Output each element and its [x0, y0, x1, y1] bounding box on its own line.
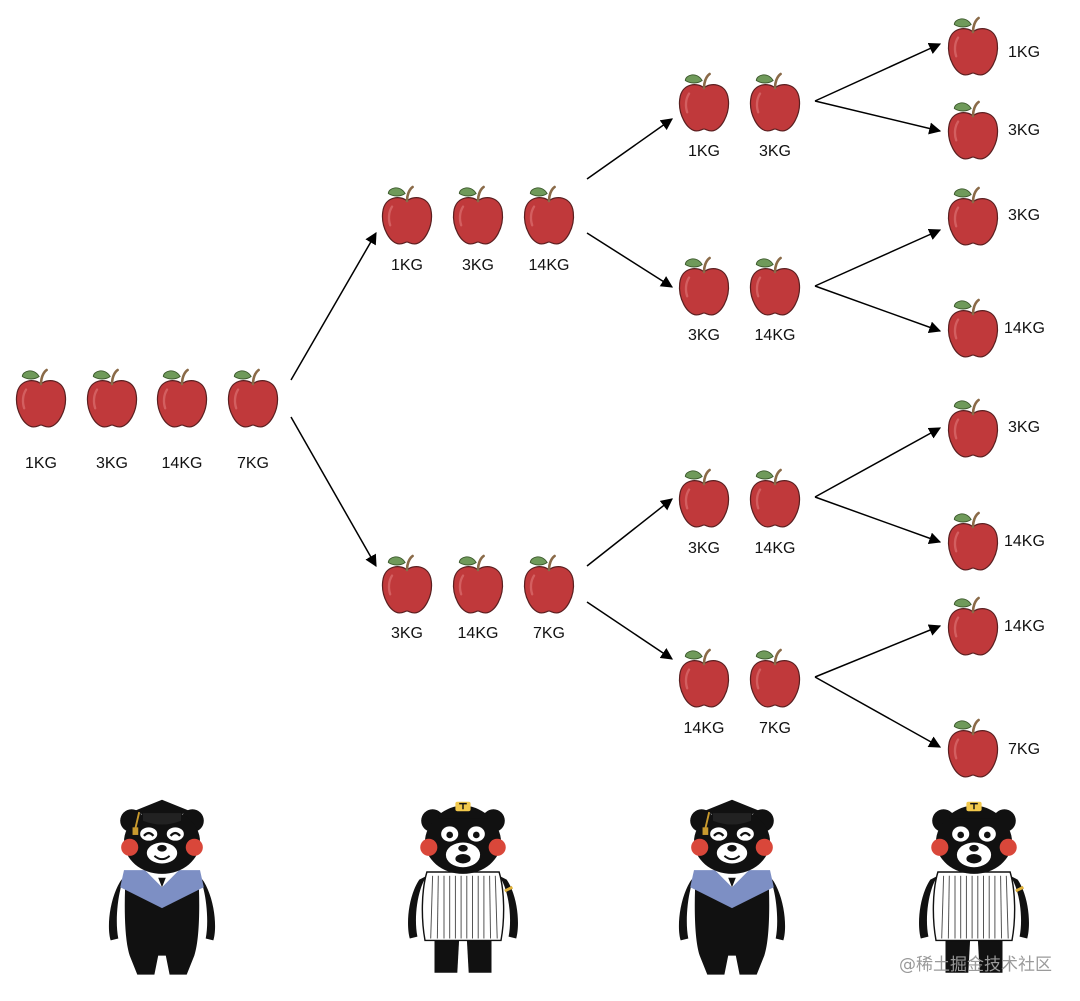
apple-weight-label: 7KG [237, 455, 269, 472]
leaf-weight-label: 3KG [1008, 122, 1040, 139]
apple-icon [227, 368, 279, 429]
apple-icon [678, 468, 730, 529]
apple-weight-label: 1KG [391, 257, 423, 274]
apple-icon [523, 185, 575, 246]
apple-icon [947, 298, 999, 359]
apple-weight-label: 3KG [391, 625, 423, 642]
leaf-weight-label: 1KG [1008, 44, 1040, 61]
apple-icon [381, 185, 433, 246]
apple-icon [749, 72, 801, 133]
mascot-bear-graduate-icon [677, 798, 787, 976]
apple-weight-label: 3KG [688, 327, 720, 344]
arrow-edge [586, 118, 673, 180]
leaf-node: 7KG [947, 718, 1040, 779]
apple-weight-label: 14KG [458, 625, 499, 642]
leaf-weight-label: 7KG [1008, 741, 1040, 758]
leaf-weight-label: 14KG [1004, 618, 1045, 635]
apple-icon [947, 718, 999, 779]
mascot-bear-baseball-icon [917, 800, 1031, 975]
mascot-bear-graduate-icon [107, 798, 217, 976]
arrow-edge [814, 43, 942, 102]
arrow-edge [814, 624, 942, 678]
edges-layer [290, 43, 942, 748]
apple-weight-label: 7KG [533, 625, 565, 642]
mascots-layer [107, 798, 1031, 976]
apple-icon [947, 186, 999, 247]
leaf-weight-label: 3KG [1008, 207, 1040, 224]
leaf-weight-label: 3KG [1008, 419, 1040, 436]
leaf-node: 3KG [947, 186, 1040, 247]
apple-weight-label: 3KG [759, 143, 791, 160]
apple-icon [749, 256, 801, 317]
root-node: 1KG 3KG 14KG 7KG [15, 368, 279, 472]
apple-weight-label: 3KG [688, 540, 720, 557]
apple-icon [947, 100, 999, 161]
apple-icon [947, 511, 999, 572]
apple-icon [947, 398, 999, 459]
level2-node: 3KG 14KG [678, 256, 801, 344]
leaf-node: 1KG [947, 16, 1040, 77]
leaf-node: 3KG [947, 398, 1040, 459]
apple-weight-label: 3KG [462, 257, 494, 274]
arrow-edge [814, 228, 942, 287]
apple-icon [86, 368, 138, 429]
leaf-node: 14KG [947, 596, 1045, 657]
apple-weight-label: 14KG [755, 327, 796, 344]
leaf-node: 14KG [947, 298, 1045, 359]
level2-node: 1KG 3KG [678, 72, 801, 160]
leaf-node: 3KG [947, 100, 1040, 161]
apple-weight-label: 1KG [688, 143, 720, 160]
arrow-edge [290, 231, 377, 381]
apple-weight-label: 14KG [684, 720, 725, 737]
apple-weight-label: 1KG [25, 455, 57, 472]
apple-icon [749, 648, 801, 709]
apple-weight-label: 14KG [529, 257, 570, 274]
apple-icon [15, 368, 67, 429]
apple-weight-label: 14KG [162, 455, 203, 472]
level2-node: 3KG 14KG [678, 468, 801, 557]
arrow-edge [814, 496, 942, 544]
apple-icon [381, 554, 433, 615]
level1-node: 3KG 14KG 7KG [381, 554, 575, 642]
leaf-weight-label: 14KG [1004, 320, 1045, 337]
arrow-edge [586, 498, 673, 567]
arrow-edge [586, 232, 674, 288]
apple-icon [452, 554, 504, 615]
apple-icon [947, 596, 999, 657]
leaf-weight-label: 14KG [1004, 533, 1045, 550]
arrow-edge [814, 100, 942, 135]
arrow-edge [586, 601, 673, 660]
apple-icon [749, 468, 801, 529]
apple-icon [523, 554, 575, 615]
mascot-bear-baseball-icon [406, 800, 520, 975]
apple-icon [678, 72, 730, 133]
arrow-edge [814, 285, 942, 333]
apple-weight-label: 14KG [755, 540, 796, 557]
apple-icon [678, 648, 730, 709]
watermark-text: @稀土掘金技术社区 [899, 955, 1052, 975]
leaf-node: 14KG [947, 511, 1045, 572]
apple-icon [452, 185, 504, 246]
arrow-edge [814, 427, 942, 498]
arrow-edge [814, 676, 942, 748]
apple-icon [678, 256, 730, 317]
arrow-edge [290, 416, 377, 568]
apple-weight-label: 3KG [96, 455, 128, 472]
apple-weight-label: 7KG [759, 720, 791, 737]
apple-icon [947, 16, 999, 77]
level2-node: 14KG 7KG [678, 648, 801, 737]
apple-icon [156, 368, 208, 429]
level1-node: 1KG 3KG 14KG [381, 185, 575, 274]
